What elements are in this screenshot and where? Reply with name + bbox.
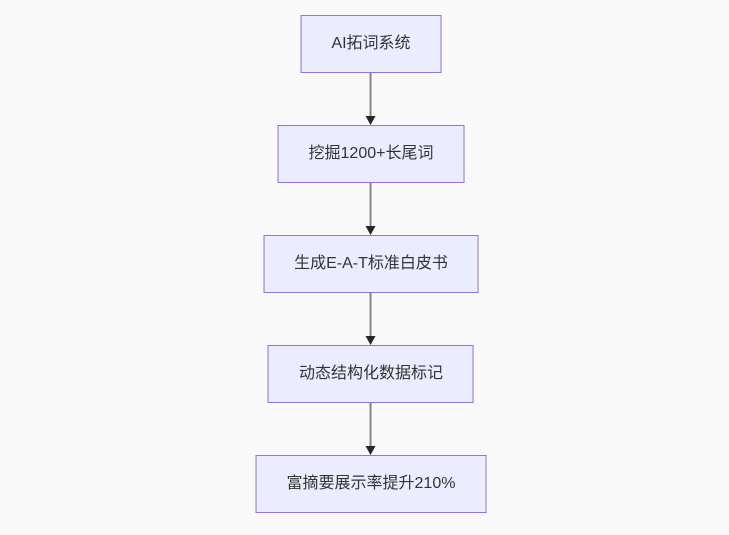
edge-line	[370, 183, 372, 226]
flow-edge-4	[366, 403, 376, 455]
flow-node-longtail-mining: 挖掘1200+长尾词	[277, 125, 465, 183]
flowchart: AI拓词系统 挖掘1200+长尾词 生成E-A-T标准白皮书 动态结构化数据标记…	[255, 15, 487, 513]
flow-edge-1	[366, 73, 376, 125]
flow-node-label: 生成E-A-T标准白皮书	[294, 255, 448, 272]
flow-node-eat-whitepaper: 生成E-A-T标准白皮书	[263, 235, 479, 293]
arrowhead-down-icon	[366, 226, 376, 235]
flow-node-label: 挖掘1200+长尾词	[308, 145, 434, 162]
edge-line	[370, 403, 372, 446]
edge-line	[370, 73, 372, 116]
flow-node-structured-data: 动态结构化数据标记	[267, 345, 474, 403]
flow-node-rich-snippet-rate: 富摘要展示率提升210%	[255, 455, 487, 513]
flow-node-label: AI拓词系统	[331, 35, 411, 52]
arrowhead-down-icon	[366, 116, 376, 125]
flow-edge-3	[366, 293, 376, 345]
flow-edge-2	[366, 183, 376, 235]
flow-node-label: 富摘要展示率提升210%	[286, 475, 456, 492]
flow-node-label: 动态结构化数据标记	[298, 365, 443, 382]
arrowhead-down-icon	[366, 446, 376, 455]
arrowhead-down-icon	[366, 336, 376, 345]
flow-node-ai-keyword-system: AI拓词系统	[300, 15, 442, 73]
edge-line	[370, 293, 372, 336]
